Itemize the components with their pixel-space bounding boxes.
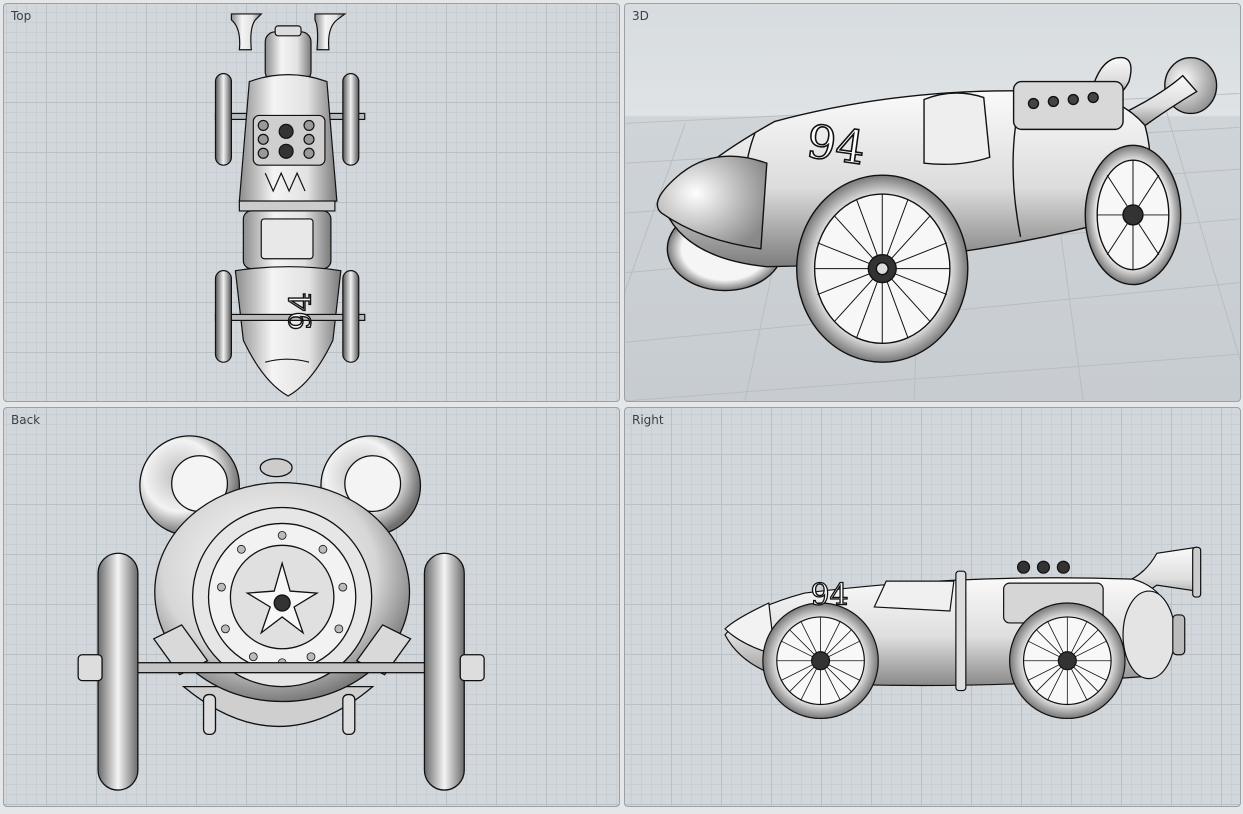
- car-number-3d: 94: [803, 115, 868, 176]
- viewport-right[interactable]: Right: [624, 407, 1241, 807]
- back-view-canvas: [77, 435, 485, 791]
- viewport-title-3d[interactable]: 3D: [632, 9, 649, 23]
- viewport-title-right[interactable]: Right: [632, 413, 664, 427]
- viewport-perspective[interactable]: 3D: [624, 3, 1241, 402]
- car-model-right[interactable]: [724, 546, 1202, 720]
- right-view-canvas: 94: [724, 546, 1202, 720]
- car-number-right: 94: [811, 578, 849, 613]
- viewport-top[interactable]: Top: [3, 3, 620, 402]
- car-number-top: 94: [284, 292, 319, 330]
- top-view-canvas: 94: [214, 13, 366, 397]
- viewport-back[interactable]: Back: [3, 407, 620, 807]
- car-model-3d[interactable]: [656, 57, 1218, 363]
- car-model-top[interactable]: [214, 13, 366, 397]
- viewport-title-top[interactable]: Top: [11, 9, 32, 23]
- car-model-back[interactable]: [77, 435, 485, 791]
- perspective-view-canvas: 94: [625, 57, 1240, 401]
- drum-rivets: [217, 530, 348, 668]
- viewport-title-back[interactable]: Back: [11, 413, 41, 427]
